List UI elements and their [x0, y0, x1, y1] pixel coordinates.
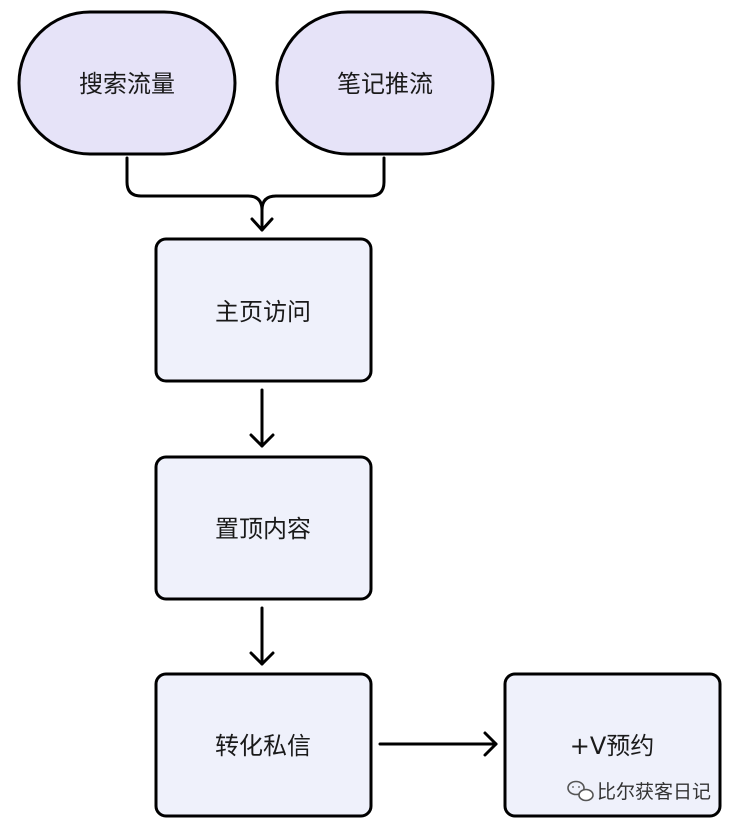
- edge-search-traffic-to-homepage: [125, 156, 264, 232]
- edges: [125, 156, 498, 757]
- arrowhead-homepage: [250, 217, 274, 232]
- watermark-label: 比尔获客日记: [597, 781, 711, 803]
- node-note-push: 笔记推流: [275, 10, 495, 156]
- node-note-push-shape: [275, 10, 495, 156]
- arrowhead-pinned: [249, 433, 275, 448]
- node-note-push-label: 笔记推流: [337, 70, 433, 98]
- wechat-icon: [567, 780, 594, 802]
- node-homepage-visit: 主页访问: [154, 237, 373, 383]
- node-search-traffic-shape: [17, 10, 237, 156]
- watermark: 比尔获客日记: [567, 780, 711, 803]
- node-homepage-visit-label: 主页访问: [215, 298, 311, 326]
- node-add-v-booking-shape: [503, 672, 722, 818]
- node-private-message: 转化私信: [154, 672, 373, 818]
- node-pinned-content-label: 置顶内容: [215, 515, 311, 543]
- node-add-v-booking-label: +V预约: [570, 732, 655, 760]
- node-search-traffic: 搜索流量: [17, 10, 237, 156]
- arrowhead-add-v: [483, 731, 498, 757]
- node-homepage-visit-shape: [154, 237, 373, 383]
- node-pinned-content: 置顶内容: [154, 455, 373, 601]
- node-private-message-shape: [154, 672, 373, 818]
- edge-note-push-to-homepage: [260, 156, 386, 212]
- node-add-v-booking: +V预约: [503, 672, 722, 818]
- node-search-traffic-label: 搜索流量: [79, 70, 175, 98]
- arrowhead-private-message: [249, 651, 275, 666]
- node-pinned-content-shape: [154, 455, 373, 601]
- node-private-message-label: 转化私信: [215, 732, 311, 760]
